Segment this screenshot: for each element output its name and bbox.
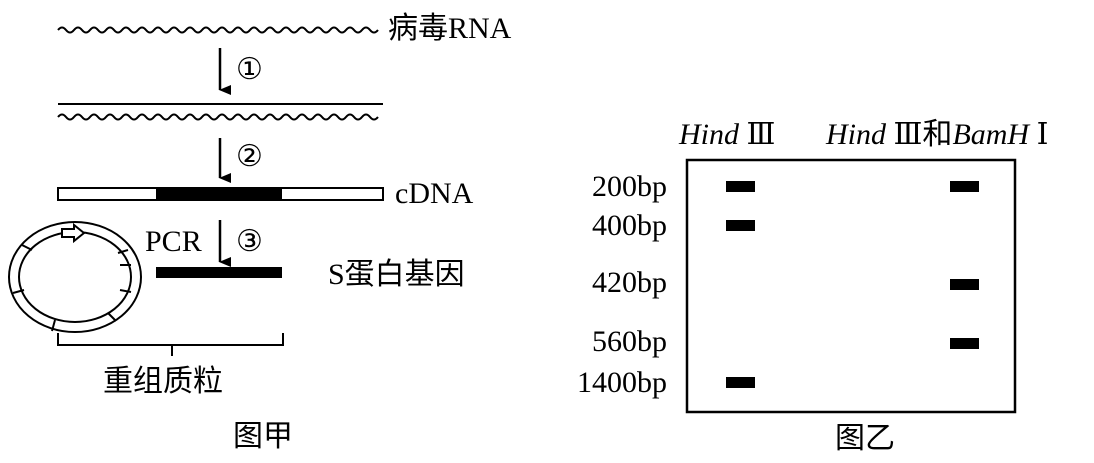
cdna-label: cDNA [395,177,474,210]
gel-frame [685,158,1017,414]
lane2-mid: Ⅲ和 [893,118,953,151]
viral-rna-strand [57,26,379,34]
promoter-arrow-icon [61,222,86,244]
rna-template-strand [57,113,379,121]
lane2-header: Hind Ⅲ和BamH Ⅰ [826,118,1048,152]
lane1-suffix: Ⅲ [746,118,776,151]
recombinant-plasmid-label: 重组质粒 [103,365,223,398]
recombinant-plasmid-bracket [57,333,284,356]
lane1-band-400bp [726,220,755,231]
s-gene-fragment [156,267,282,278]
figure-a-caption: 图甲 [233,420,293,453]
step3-label: ③ [236,225,263,258]
pcr-label: PCR [145,225,202,258]
step2-label: ② [236,140,263,173]
lane2-band-560bp [950,338,979,349]
s-gene-label: S蛋白基因 [328,258,465,291]
lane2-band-420bp [950,279,979,290]
viral-rna-label: 病毒RNA [388,12,512,45]
lane1-band-200bp [726,181,755,192]
lane2-suffix: Ⅰ [1036,118,1049,151]
lane1-header: Hind Ⅲ [679,118,775,152]
s-gene-segment-in-cdna [156,187,282,201]
marker-400bp: 400bp [592,209,667,242]
lane2-enzyme2: BamH [952,118,1030,151]
marker-560bp: 560bp [592,325,667,358]
figure-b-caption: 图乙 [835,422,895,455]
lane1-band-1400bp [726,377,755,388]
marker-200bp: 200bp [592,170,667,203]
lane2-band-200bp [950,181,979,192]
lane1-enzyme: Hind [679,118,739,151]
marker-1400bp: 1400bp [577,366,667,399]
lane2-enzyme1: Hind [826,118,886,151]
marker-420bp: 420bp [592,266,667,299]
step1-label: ① [236,53,263,86]
